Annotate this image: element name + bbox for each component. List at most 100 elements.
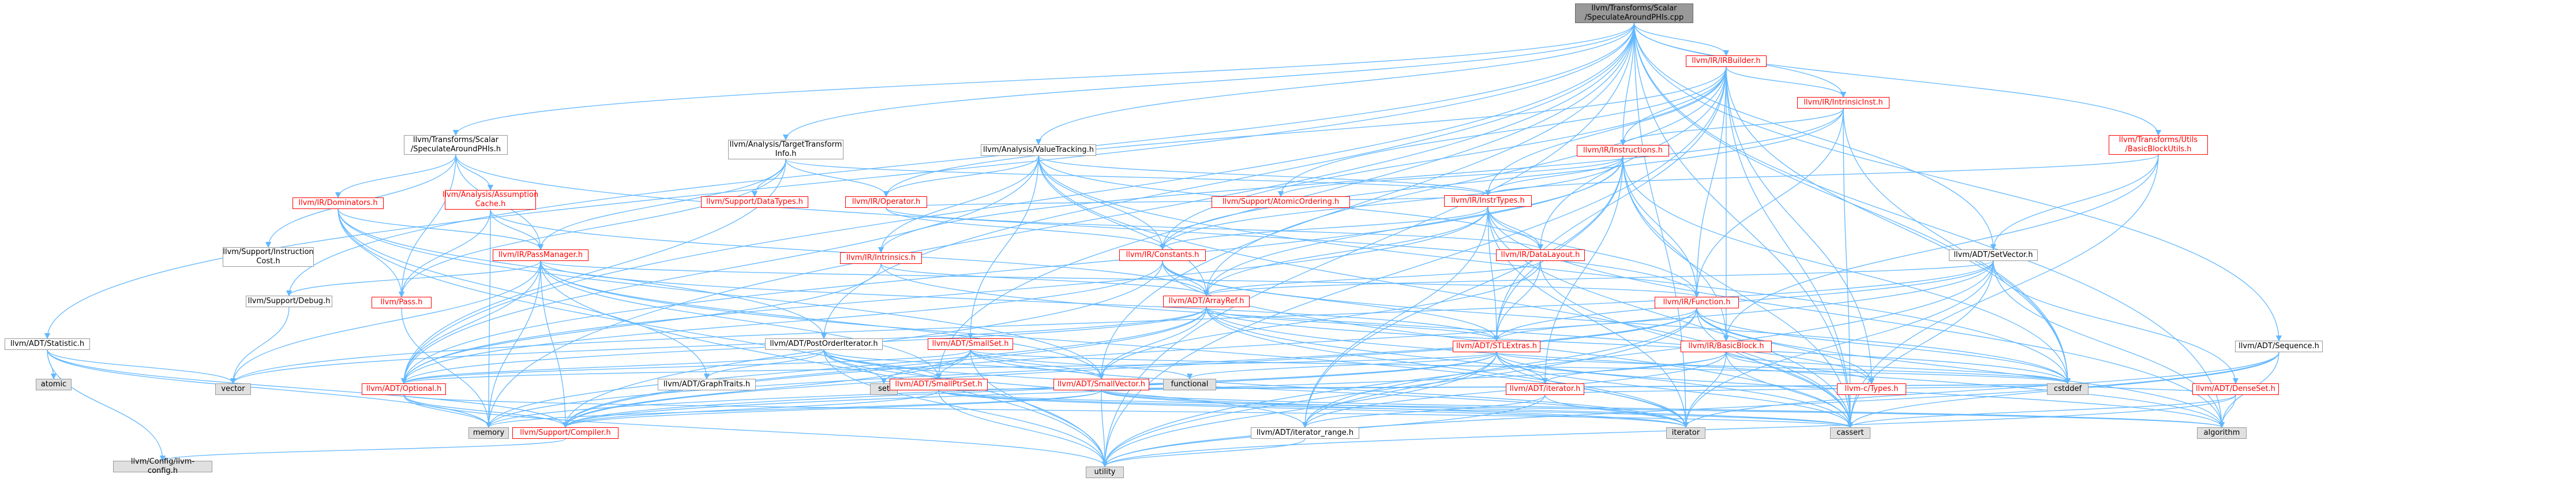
edge-intrinsicinst-to-cstddef (1843, 108, 2071, 385)
node-iterator-std[interactable]: iterator (1666, 427, 1705, 439)
node-stlextras[interactable]: llvm/ADT/STLExtras.h (1453, 341, 1540, 352)
edge-smallset-to-utility (970, 349, 1108, 468)
edge-smallvector-to-iterator_std (1101, 390, 1689, 428)
edge-irbuilder-to-constants (1159, 66, 1727, 251)
edge-instructions-to-iterator (1542, 156, 1623, 385)
node-cstddef[interactable]: cstddef (2047, 383, 2088, 395)
node-constants[interactable]: llvm/IR/Constants.h (1119, 249, 1206, 261)
node-debug[interactable]: llvm/Support/Debug.h (246, 296, 332, 307)
edge-constants-to-cstddef (1162, 260, 2071, 385)
edge-intrinsics-to-optional (400, 263, 882, 385)
edge-stlextras-to-iterator_std (1496, 352, 1689, 428)
edge-arrayref-to-memory (485, 307, 1207, 428)
node-smallptrset[interactable]: llvm/ADT/SmallPtrSet.h (890, 379, 988, 390)
edge-basicblock-to-cstddef (1726, 352, 2071, 385)
node-valuetracking[interactable]: llvm/Analysis/ValueTracking.h (981, 144, 1096, 156)
node-algorithm[interactable]: algorithm (2197, 427, 2247, 439)
node-tti[interactable]: llvm/Analysis/TargetTransform Info.h (728, 140, 843, 159)
node-densemap[interactable]: llvm/ADT/DenseSet.h (2192, 383, 2279, 395)
edge-root-to-setvector (1633, 23, 1997, 251)
node-instructions[interactable]: llvm/IR/Instructions.h (1577, 145, 1669, 156)
edge-iterator-to-iterator_std (1544, 394, 1689, 428)
node-intrinsicinst[interactable]: llvm/IR/IntrinsicInst.h (1797, 97, 1889, 109)
edge-optional-to-cassert (403, 394, 1853, 428)
node-vector[interactable]: vector (215, 383, 251, 395)
node-smallvector[interactable]: llvm/ADT/SmallVector.h (1053, 379, 1149, 390)
edge-irbuilder-to-stlextras (1493, 66, 1727, 342)
node-dominators[interactable]: llvm/IR/Dominators.h (293, 197, 384, 209)
edge-setvector-to-cassert (1847, 260, 1994, 428)
edge-setvector-to-vector (230, 260, 1994, 385)
node-instructioncost[interactable]: llvm/Support/Instruction Cost.h (223, 247, 314, 267)
edge-intrinsicinst-to-constants (1159, 108, 1844, 251)
edge-instructions-to-stlextras (1493, 156, 1623, 342)
node-ctypes[interactable]: llvm-c/Types.h (1837, 383, 1906, 395)
edge-datalayout-to-smallvector (1098, 260, 1541, 380)
edge-dominators-to-pass (338, 208, 405, 298)
node-atomic[interactable]: atomic (36, 379, 72, 390)
node-cassert[interactable]: cassert (1830, 427, 1870, 439)
node-atomicordering[interactable]: llvm/Support/AtomicOrdering.h (1212, 196, 1350, 208)
node-spec-h[interactable]: llvm/Transforms/Scalar /SpeculateAroundP… (404, 135, 508, 155)
edge-setvector-to-densemap (1993, 260, 2239, 385)
edge-irbuilder-to-intrinsicinst (1726, 66, 1847, 98)
edge-stlextras-to-optional (401, 352, 1497, 385)
edge-stlextras-to-iterator_range (1302, 352, 1497, 428)
node-utility[interactable]: utility (1086, 467, 1124, 478)
node-operator[interactable]: llvm/IR/Operator.h (845, 196, 927, 208)
node-datatypes[interactable]: llvm/Support/DataTypes.h (701, 196, 808, 208)
edge-stlextras-to-utility (1101, 352, 1497, 468)
edge-instrtypes-to-constants (1159, 206, 1488, 251)
node-optional[interactable]: llvm/ADT/Optional.h (362, 383, 446, 395)
node-basicblockutils[interactable]: llvm/Transforms/Utils /BasicBlockUtils.h (2109, 135, 2208, 155)
node-functional[interactable]: functional (1163, 379, 1216, 390)
node-llvmconfig[interactable]: llvm/Config/llvm-config.h (113, 457, 212, 475)
edge-smallvector-to-algorithm (1101, 390, 2225, 428)
edge-datalayout-to-stlextras (1493, 260, 1541, 342)
edge-basicblockutils-to-instrtypes (1485, 154, 2159, 196)
node-postorderiterator[interactable]: llvm/ADT/PostOrderIterator.h (765, 338, 883, 350)
node-intrinsics[interactable]: llvm/IR/Intrinsics.h (840, 252, 922, 264)
node-sequence[interactable]: llvm/ADT/Sequence.h (2235, 341, 2323, 352)
node-instrtypes[interactable]: llvm/IR/InstrTypes.h (1444, 195, 1532, 207)
edge-assumptioncache-to-passmanager (490, 209, 544, 251)
edge-smallvector-to-memory (486, 390, 1102, 428)
edge-intrinsics-to-arrayref (880, 263, 1210, 297)
edge-instrtypes-to-stlextras (1487, 206, 1500, 342)
node-basicblock[interactable]: llvm/IR/BasicBlock.h (1681, 341, 1772, 352)
edge-instructions-to-cassert (1622, 156, 1854, 428)
edge-root-to-valuetracking (1035, 23, 1635, 146)
edge-smallptrset-to-iterator_std (938, 390, 1689, 428)
edge-irbuilder-to-cstddef (1726, 66, 2071, 385)
edge-tti-to-passmanager (537, 159, 786, 251)
node-pass[interactable]: llvm/Pass.h (372, 297, 432, 308)
edge-root-to-sequence (1633, 23, 2282, 342)
node-function[interactable]: llvm/IR/Function.h (1655, 297, 1739, 308)
edge-constants-to-arrayref (1162, 260, 1210, 297)
node-root[interactable]: llvm/Transforms/Scalar /SpeculateAroundP… (1575, 3, 1693, 23)
node-memory[interactable]: memory (468, 427, 509, 439)
edge-root-to-debug (286, 23, 1635, 297)
edge-constants-to-stlextras (1162, 260, 1500, 342)
node-datalayout[interactable]: llvm/IR/DataLayout.h (1496, 249, 1585, 261)
node-passmanager[interactable]: llvm/IR/PassManager.h (493, 249, 588, 261)
edge-irbuilder-to-function (1693, 66, 1727, 298)
edge-passmanager-to-compiler (540, 260, 569, 428)
edge-intrinsics-to-ctypes (880, 263, 1875, 385)
node-assumptioncache[interactable]: llvm/Analysis/Assumption Cache.h (442, 190, 539, 210)
node-setvector[interactable]: llvm/ADT/SetVector.h (1949, 249, 2038, 261)
node-iterator-range[interactable]: llvm/ADT/iterator_range.h (1251, 427, 1359, 439)
node-irbuilder[interactable]: llvm/IR/IRBuilder.h (1686, 55, 1767, 67)
node-statistic[interactable]: llvm/ADT/Statistic.h (5, 338, 90, 350)
node-iterator[interactable]: llvm/ADT/iterator.h (1506, 383, 1584, 395)
node-graphtraits[interactable]: llvm/ADT/GraphTraits.h (658, 379, 756, 390)
edge-smallset-to-cstddef (970, 349, 2071, 385)
edge-valuetracking-to-cstddef (1038, 155, 2071, 385)
node-arrayref[interactable]: llvm/ADT/ArrayRef.h (1163, 296, 1250, 307)
edge-stlextras-to-memory (486, 352, 1497, 428)
edge-root-to-smallvector (1098, 23, 1635, 380)
edge-basicblockutils-to-setvector (1990, 154, 2159, 251)
node-smallset[interactable]: llvm/ADT/SmallSet.h (928, 338, 1013, 350)
edge-valuetracking-to-smallset (967, 155, 1039, 340)
node-compiler[interactable]: llvm/Support/Compiler.h (512, 427, 618, 439)
